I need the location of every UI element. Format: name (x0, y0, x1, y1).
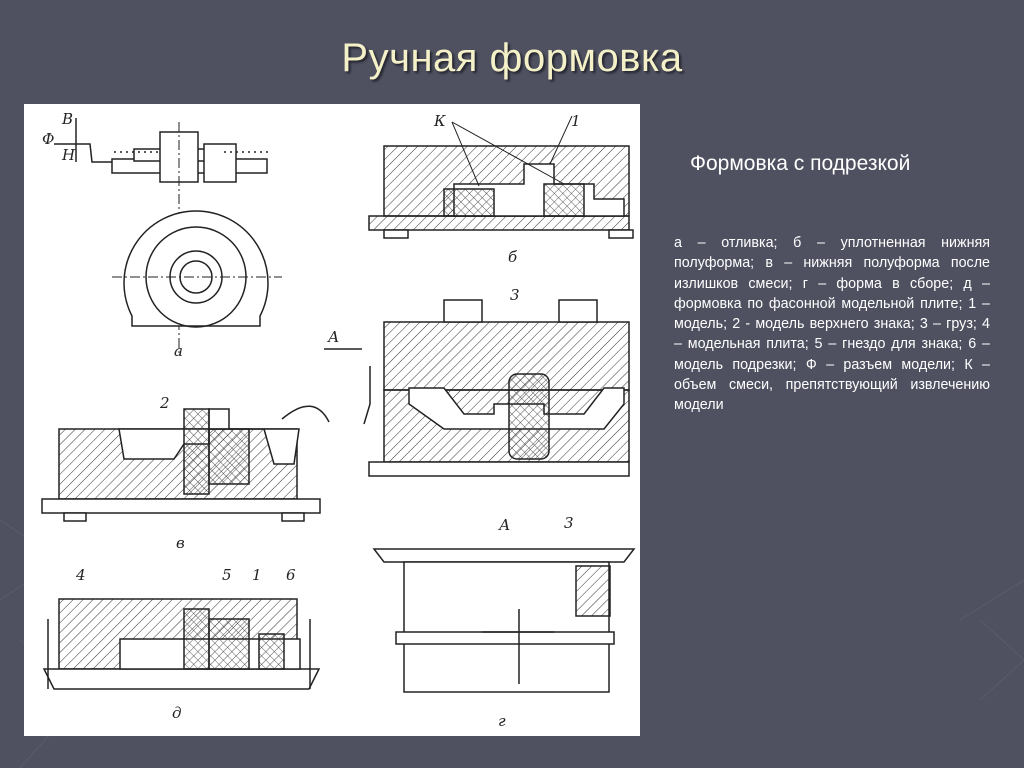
view-v-label: в (176, 534, 185, 552)
slide-title: Ручная формовка (341, 36, 683, 80)
slide-subtitle: Формовка с подрезкой (690, 152, 911, 175)
casting-figure: а В Ф Н К 1 б (24, 104, 640, 736)
arrow-a-label-2: А (498, 516, 510, 534)
num-6-label: 6 (286, 566, 296, 584)
f-mark-label: Ф (42, 130, 54, 148)
num-4-label: 4 (75, 566, 86, 584)
arrow-a-label-1: А (327, 328, 339, 346)
num-1-label-b: 1 (571, 112, 581, 130)
view-a-label: а (174, 342, 183, 360)
n-mark-label: Н (61, 146, 76, 164)
view-assembled-drawing (324, 299, 630, 477)
figure-caption: а – отливка; б – уплотненная нижняя полу… (674, 235, 990, 414)
view-d-label: д (172, 704, 182, 722)
view-g-drawing (372, 548, 636, 693)
k-label: К (433, 112, 446, 130)
num-3-label-2: 3 (564, 514, 574, 532)
num-3-label-1: 3 (510, 286, 520, 304)
view-b-drawing (368, 115, 634, 239)
view-b-label: б (508, 248, 518, 266)
num-5-label: 5 (222, 566, 232, 584)
view-d-drawing (42, 598, 321, 690)
num-1-label-d: 1 (252, 566, 262, 584)
view-a-drawing (54, 118, 282, 354)
view-v-drawing (41, 405, 330, 522)
num-2-label: 2 (159, 394, 170, 412)
b-mark-label: В (61, 110, 73, 128)
view-g-label: г (498, 712, 506, 730)
